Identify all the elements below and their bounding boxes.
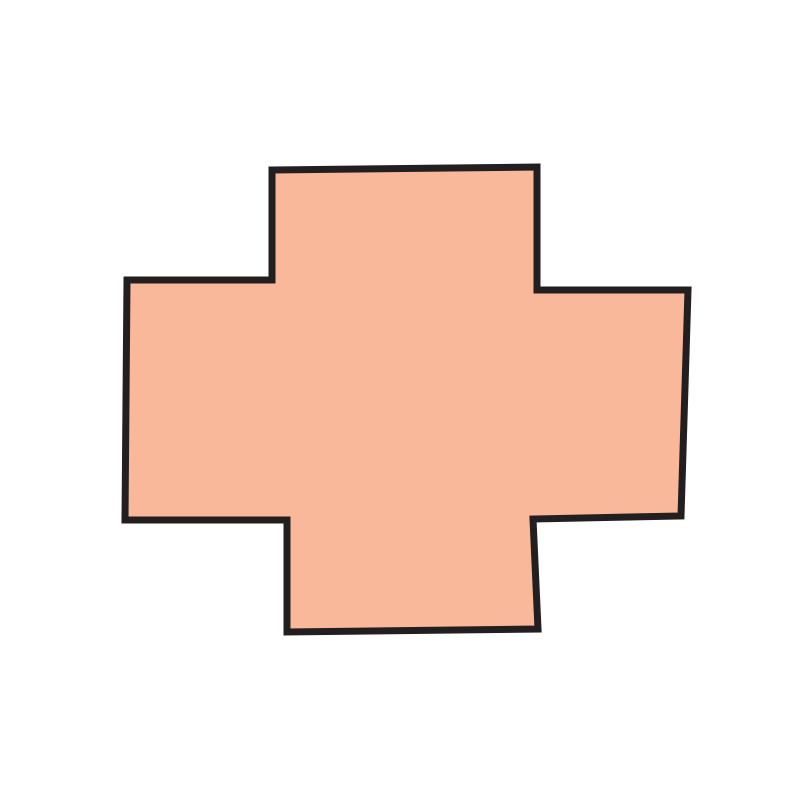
cross-shape bbox=[121, 163, 692, 636]
